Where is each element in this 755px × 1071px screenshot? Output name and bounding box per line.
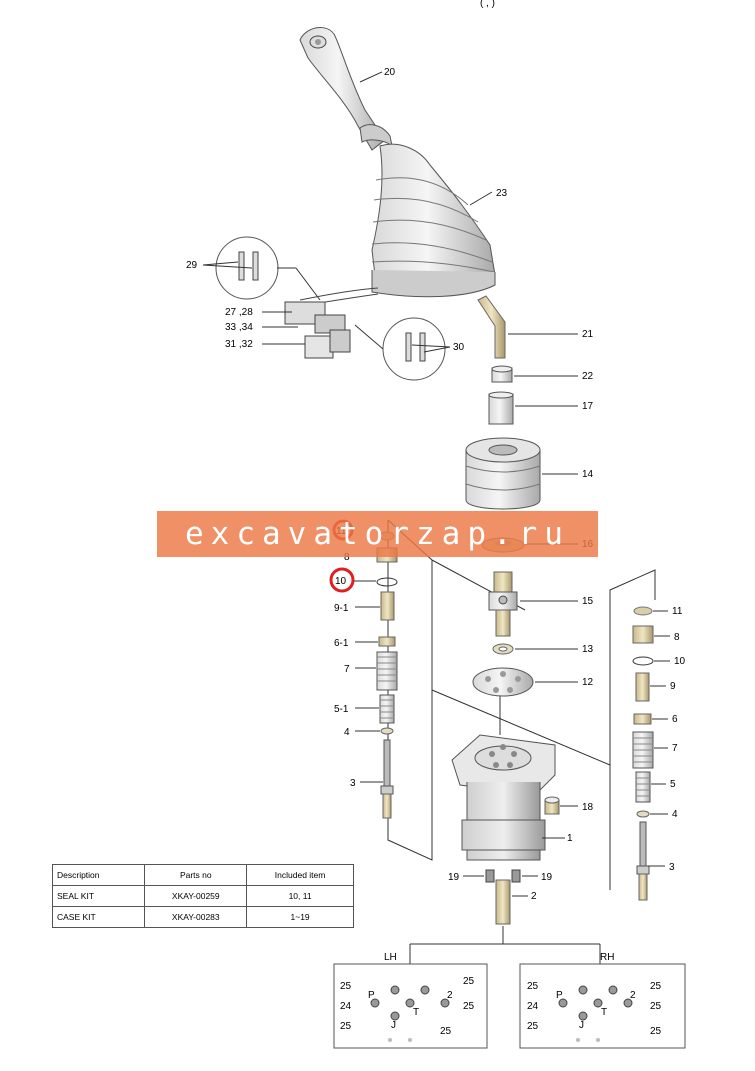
rh-port-d: 25 [650,1001,662,1012]
connectors [284,287,379,359]
callout-l-spring2: 5-1 [334,704,349,715]
lh-port-c: 24 [340,1001,352,1012]
port-title-right: RH [600,952,614,963]
lh-port-a: 25 [340,981,352,992]
bolts [485,869,521,883]
rh-port-b: 25 [650,981,662,992]
callout-l-cap: 8 [344,552,350,563]
callout-r-washer: 6 [672,714,678,725]
lh-port-d: 25 [463,1001,475,1012]
callout-connectors-b: 33 ,34 [225,322,253,333]
callout-r-plunger: 9 [670,681,676,692]
kit-cell: XKAY-00283 [144,906,248,928]
nut [491,365,513,383]
lh-port-b: 25 [463,976,475,987]
callout-r-cap: 8 [674,632,680,643]
callout-r-oring: 10 [674,656,686,667]
callout-nut: 22 [582,371,594,382]
callout-washer: 13 [582,644,594,655]
callout-r-spring: 7 [672,743,678,754]
table-row: CASE KIT XKAY-00283 1~19 [51,906,354,928]
lh-port-e: 25 [340,1021,352,1032]
joystick-handle [299,26,393,151]
callout-bolt-right: 19 [541,872,553,883]
kit-cell: 10, 11 [246,885,354,907]
callout-wire-pins-right: 30 [453,342,465,353]
callout-wire-pins-left: 29 [186,260,198,271]
callout-boot: 23 [496,188,508,199]
wire-detail-left [215,236,321,301]
callout-connectors-c: 31 ,32 [225,339,253,350]
screw [544,796,560,815]
sleeve [488,391,514,425]
callout-r-ring: 4 [672,809,678,820]
rh-letter-j: J [579,1020,584,1031]
callout-l-spool: 3 [350,778,356,789]
rh-port-e: 25 [527,1021,539,1032]
kit-cell: XKAY-00259 [144,885,248,907]
valve-body [451,734,556,861]
rh-port-f: 25 [650,1026,662,1037]
port-box-right [519,963,686,1049]
wire-detail-right [354,317,446,381]
table-row: SEAL KIT XKAY-00259 10, 11 [51,885,354,907]
callout-l-ring: 4 [344,727,350,738]
callout-r-spool: 3 [669,862,675,873]
header-fragment: ( , ) [480,0,495,9]
kit-cell: SEAL KIT [51,885,146,907]
callout-cover: 12 [582,677,594,688]
lh-letter-j: J [391,1020,396,1031]
callout-sleeve: 17 [582,401,594,412]
kit-header-parts-no: Parts no [144,864,248,886]
callout-handle: 20 [384,67,396,78]
watermark-band [157,511,598,557]
universal-joint [488,571,518,637]
callout-connectors-a: 27 ,28 [225,307,253,318]
kit-cell: CASE KIT [51,906,146,928]
right-spool-stack [632,606,654,901]
callout-r-seal: 11 [672,606,683,617]
lh-port-f: 25 [440,1026,452,1037]
kit-header-description: Description [51,864,146,886]
callout-r-spring2: 5 [670,779,676,790]
callout-l-plunger: 9-1 [334,603,349,614]
bellows [465,437,541,510]
lh-letter-two: 2 [447,990,453,1001]
watermark: excavatorzap.ru [185,516,570,552]
rh-letter-t: T [601,1007,607,1018]
callout-joint: 15 [582,596,594,607]
callout-bolt-left: 19 [448,872,460,883]
callout-rod: 21 [582,329,594,340]
callout-l-oring: 10 [335,576,347,587]
left-spool-stack [376,531,398,819]
callout-pin: 2 [531,891,537,902]
kit-table: Description Parts no Included item SEAL … [51,864,354,928]
rh-port-c: 24 [527,1001,539,1012]
washer [492,643,514,655]
port-title-left: LH [384,952,397,963]
pin [495,879,511,925]
kit-header-included: Included item [246,864,354,886]
callout-l-washer: 6-1 [334,638,349,649]
port-box-left [333,963,488,1049]
callout-l-spring: 7 [344,664,350,675]
rh-letter-two: 2 [630,990,636,1001]
callout-bellows: 14 [582,469,594,480]
callout-screw: 18 [582,802,594,813]
kit-cell: 1~19 [246,906,354,928]
cover-plate [472,667,534,697]
rh-port-a: 25 [527,981,539,992]
port-connector-lines [409,926,601,964]
rubber-boot [371,143,496,298]
rod [477,295,506,359]
lh-letter-p: P [368,990,375,1001]
callout-body: 1 [567,833,573,844]
highlight-ring-oring [329,567,355,593]
lh-letter-t: T [413,1007,419,1018]
rh-letter-p: P [556,990,563,1001]
